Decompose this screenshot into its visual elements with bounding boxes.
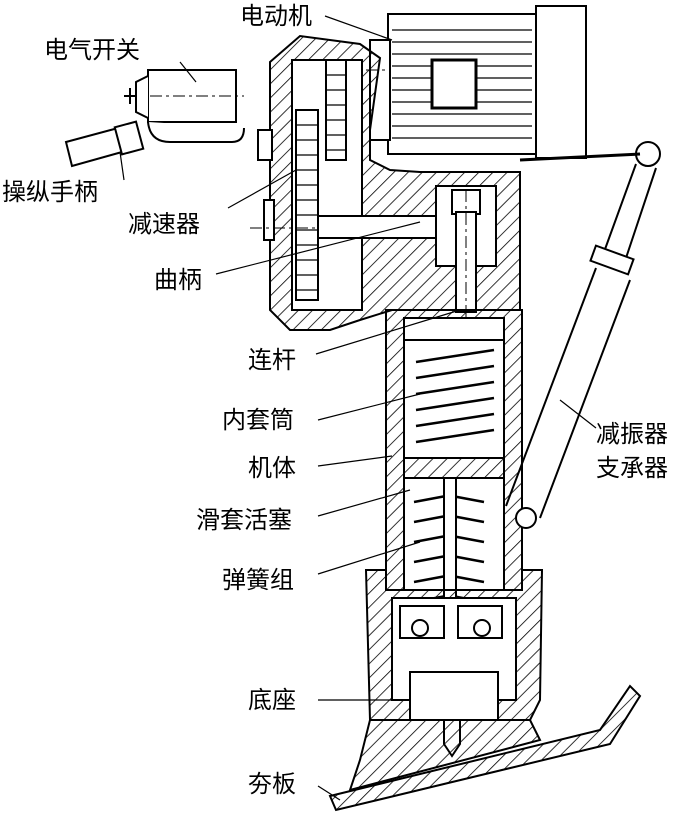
- label-connecting-rod: 连杆: [248, 346, 296, 374]
- label-switch: 电气开关: [44, 36, 140, 64]
- label-machine-body: 机体: [248, 454, 296, 482]
- label-tamper-plate: 夯板: [248, 770, 296, 798]
- inner-sleeve-spring: [415, 348, 495, 444]
- damper-support: [505, 141, 661, 529]
- label-handle: 操纵手柄: [2, 178, 98, 206]
- label-motor: 电动机: [240, 2, 312, 30]
- motor: [320, 5, 587, 159]
- tamper-plate: [328, 684, 642, 812]
- label-piston: 滑套活塞: [196, 506, 292, 534]
- label-reducer: 减速器: [128, 210, 200, 238]
- label-inner-sleeve: 内套筒: [222, 406, 294, 434]
- handle: [64, 120, 145, 168]
- switch: [124, 69, 245, 143]
- label-damper-1: 减振器: [596, 420, 668, 448]
- label-base: 底座: [248, 686, 296, 714]
- label-crank: 曲柄: [154, 266, 202, 294]
- label-spring-group: 弹簧组: [222, 566, 294, 594]
- connecting-rod: [455, 190, 477, 320]
- label-damper-2: 支承器: [596, 454, 668, 482]
- base: [348, 569, 544, 792]
- leader-lines: [119, 15, 597, 801]
